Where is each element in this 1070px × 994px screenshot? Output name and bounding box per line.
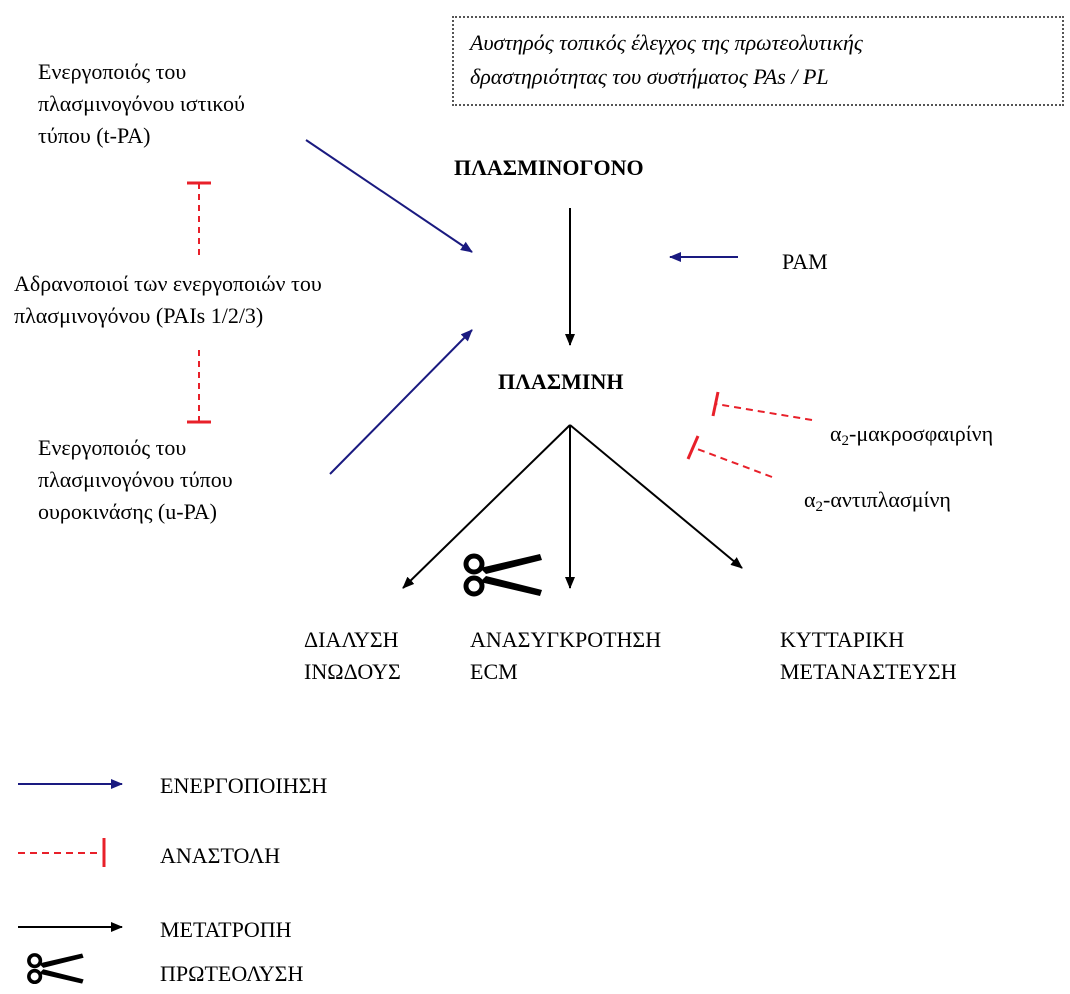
note-line-1: Αυστηρός τοπικός έλεγχος της πρωτεολυτικ…	[470, 30, 863, 55]
plasminogen-label: ΠΛΑΣΜΙΝΟΓΟΝΟ	[454, 155, 644, 180]
legend-inhibition-symbol	[18, 838, 106, 867]
pais-line-2: πλασμινογόνου (PAIs 1/2/3)	[14, 303, 264, 328]
fibrin-line-1: ΔΙΑΛΥΣΗ	[304, 627, 399, 652]
a2-macroglobulin-label: α2-μακροσφαιρίνη	[830, 418, 993, 450]
pais-label: Αδρανοποιοί των ενεργοποιών του πλασμινο…	[14, 268, 322, 332]
a2m-subscript: 2	[841, 433, 850, 449]
a2ap-rest: -αντιπλασμίνη	[823, 487, 951, 512]
note-line-2: δραστηριότητας του συστήματος PAs / PL	[470, 64, 829, 89]
plasmin-to-fibrin-arrow	[402, 424, 571, 589]
upa-activation-arrow	[329, 329, 473, 475]
scissors-icon	[463, 553, 542, 597]
cell-migration-label: ΚΥΤΤΑΡΙΚΗ ΜΕΤΑΝΑΣΤΕΥΣΗ	[780, 624, 957, 688]
a2m-rest: -μακροσφαιρίνη	[849, 421, 994, 446]
pais-inhibit-tpa	[187, 181, 211, 255]
upa-line-3: ουροκινάσης (u-PA)	[38, 499, 218, 524]
legend-proteolysis-label: ΠΡΩΤΕΟΛΥΣΗ	[160, 961, 304, 986]
a2ap-prefix: α	[804, 487, 816, 512]
tpa-label: Ενεργοποιός του πλασμινογόνου ιστικού τύ…	[38, 56, 245, 152]
legend-activation-label: ΕΝΕΡΓΟΠΟΙΗΣΗ	[160, 773, 328, 798]
ecm-line-2: ECM	[470, 659, 518, 684]
a2m-prefix: α	[830, 421, 842, 446]
upa-line-2: πλασμινογόνου τύπου	[38, 467, 233, 492]
note-box	[452, 16, 1064, 106]
ecm-remodeling-label: ΑΝΑΣΥΓΚΡΟΤΗΣΗ ECM	[470, 624, 661, 688]
a2ap-subscript: 2	[815, 499, 824, 515]
migration-line-2: ΜΕΤΑΝΑΣΤΕΥΣΗ	[780, 659, 957, 684]
migration-line-1: ΚΥΤΤΑΡΙΚΗ	[780, 627, 905, 652]
fibrin-line-2: ΙΝΩΔΟΥΣ	[304, 659, 401, 684]
tpa-line-2: πλασμινογόνου ιστικού	[38, 91, 245, 116]
fibrin-dissolution-label: ΔΙΑΛΥΣΗ ΙΝΩΔΟΥΣ	[304, 624, 401, 688]
tpa-line-3: τύπου (t-PA)	[38, 123, 151, 148]
tpa-line-1: Ενεργοποιός του	[38, 59, 187, 84]
upa-line-1: Ενεργοποιός του	[38, 435, 187, 460]
upa-label: Ενεργοποιός του πλασμινογόνου τύπου ουρο…	[38, 432, 233, 528]
a2ap-inhibit-plasmin	[686, 435, 773, 478]
pam-label: PAM	[782, 249, 828, 274]
ecm-line-1: ΑΝΑΣΥΓΚΡΟΤΗΣΗ	[470, 627, 662, 652]
tpa-activation-arrow	[305, 139, 473, 253]
plasmin-to-migration-arrow	[569, 424, 743, 569]
legend-inhibition-label: ΑΝΑΣΤΟΛΗ	[160, 843, 281, 868]
note-text: Αυστηρός τοπικός έλεγχος της πρωτεολυτικ…	[470, 26, 863, 94]
legend-conversion-label: ΜΕΤΑΤΡΟΠΗ	[160, 917, 292, 942]
pais-inhibit-upa	[187, 350, 211, 424]
legend-scissors-icon	[27, 953, 84, 985]
a2m-inhibit-plasmin	[711, 391, 813, 421]
a2-antiplasmin-label: α2-αντιπλασμίνη	[804, 484, 951, 516]
pais-line-1: Αδρανοποιοί των ενεργοποιών του	[14, 271, 322, 296]
plasmin-label: ΠΛΑΣΜΙΝΗ	[498, 369, 624, 394]
